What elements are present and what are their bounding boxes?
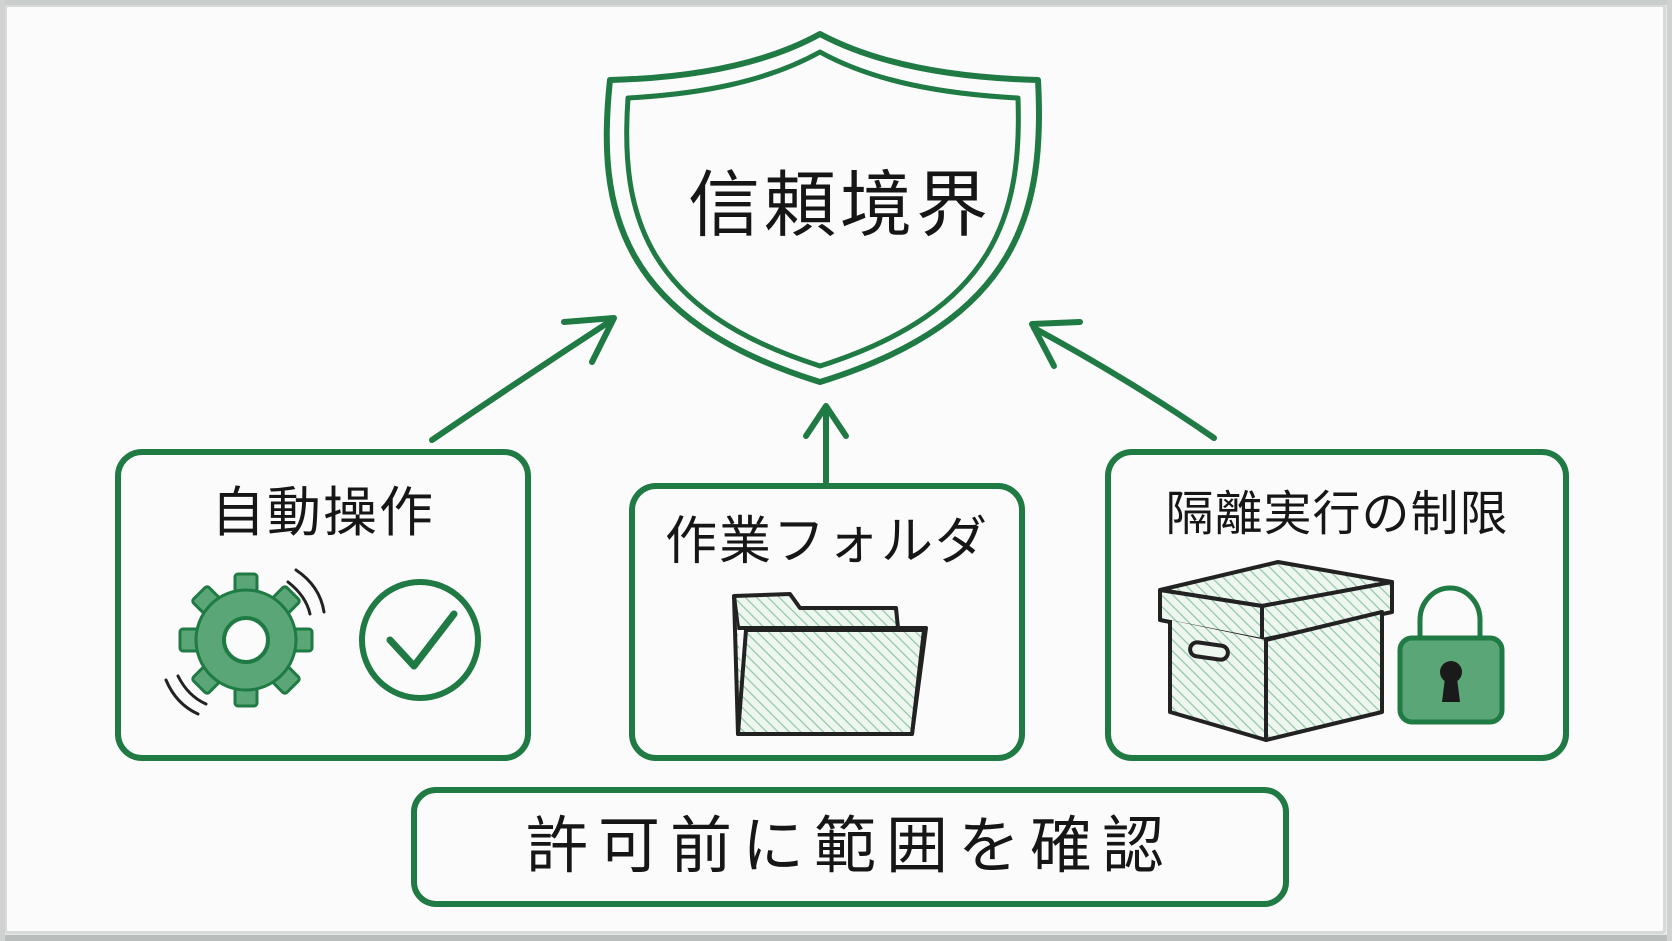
padlock-icon	[1397, 585, 1505, 725]
gear-icon	[178, 572, 314, 708]
shield-icon	[603, 31, 1043, 385]
folder-icon	[732, 592, 928, 736]
arrow-automation-to-shield	[429, 315, 617, 443]
check-circle-icon	[359, 579, 481, 701]
diagram-title: 信頼境界	[687, 163, 992, 247]
node-isolation-label: 隔離実行の制限	[1165, 486, 1509, 542]
node-automation-label: 自動操作	[211, 481, 435, 544]
arrow-isolation-to-shield	[1029, 319, 1217, 441]
footer-box	[411, 787, 1289, 907]
box-icon	[1158, 560, 1394, 742]
whiteboard	[4, 4, 1666, 934]
node-automation-box	[115, 449, 531, 761]
node-isolation-box	[1105, 449, 1569, 761]
gear-motion-lines	[164, 568, 326, 716]
node-work-folder-box	[629, 483, 1025, 761]
arrow-folder-to-shield	[803, 403, 849, 485]
footer-label: 許可前に範囲を確認	[525, 809, 1174, 882]
node-work-folder-label: 作業フォルダ	[664, 512, 989, 572]
